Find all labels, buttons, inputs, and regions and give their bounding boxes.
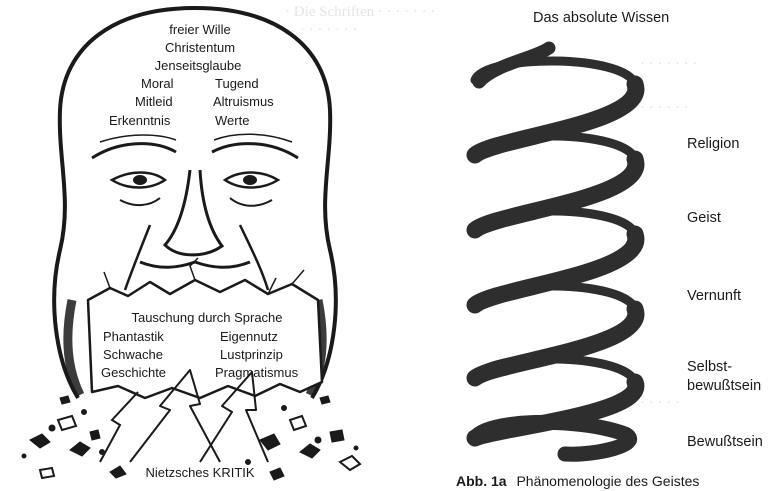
figure-caption-text: Phänomenologie des Geistes [516,473,699,489]
head-word-mitleid: Mitleid [135,94,173,109]
mouth-word-pragmatismus: Pragmatismus [215,365,299,380]
mouth-word-geschichte: Geschichte [101,365,166,380]
head-word-moral: Moral [141,76,174,91]
phenomenology-spiral-figure: Das absolute Wissen Religion Geist Vernu… [456,10,763,489]
mouth-word-tauschung: Tauschung durch Sprache [131,310,282,325]
mouth-word-phantastik: Phantastik [103,329,164,344]
head-word-freier-wille: freier Wille [169,22,230,37]
critique-label: Nietzsches KRITIK [145,465,254,480]
figure-caption: Abb. 1a Phänomenologie des Geistes [456,473,699,489]
mouth-word-lustprinzip: Lustprinzip [220,347,283,362]
head-word-christentum: Christentum [165,40,235,55]
level-label-selbst: Selbst- [687,359,732,375]
head-word-tugend: Tugend [215,76,259,91]
mouth-word-schwache: Schwache [103,347,163,362]
critique-burst-arrow [100,392,138,462]
level-label-religion: Religion [687,136,739,152]
head-word-werte: Werte [215,113,249,128]
head-word-altruismus: Altruismus [213,94,274,109]
level-label-geist: Geist [687,210,721,226]
head-word-erkenntnis: Erkenntnis [109,113,171,128]
left-pupil [133,175,147,185]
figure-caption-number: Abb. 1a [456,473,507,489]
level-label-vernunft: Vernunft [687,288,741,304]
level-label-bewusstsein: Bewußtsein [687,434,763,450]
right-pupil [243,175,257,185]
spiral-title: Das absolute Wissen [533,10,669,26]
level-label-bewusstsein-selbst: bewußtsein [687,378,761,394]
nietzsche-critique-figure: freier Wille Christentum Jenseitsglaube … [22,8,360,480]
spiral-coil [475,48,636,454]
head-word-jenseitsglaube: Jenseitsglaube [155,58,242,73]
mouth-word-eigennutz: Eigennutz [220,329,278,344]
